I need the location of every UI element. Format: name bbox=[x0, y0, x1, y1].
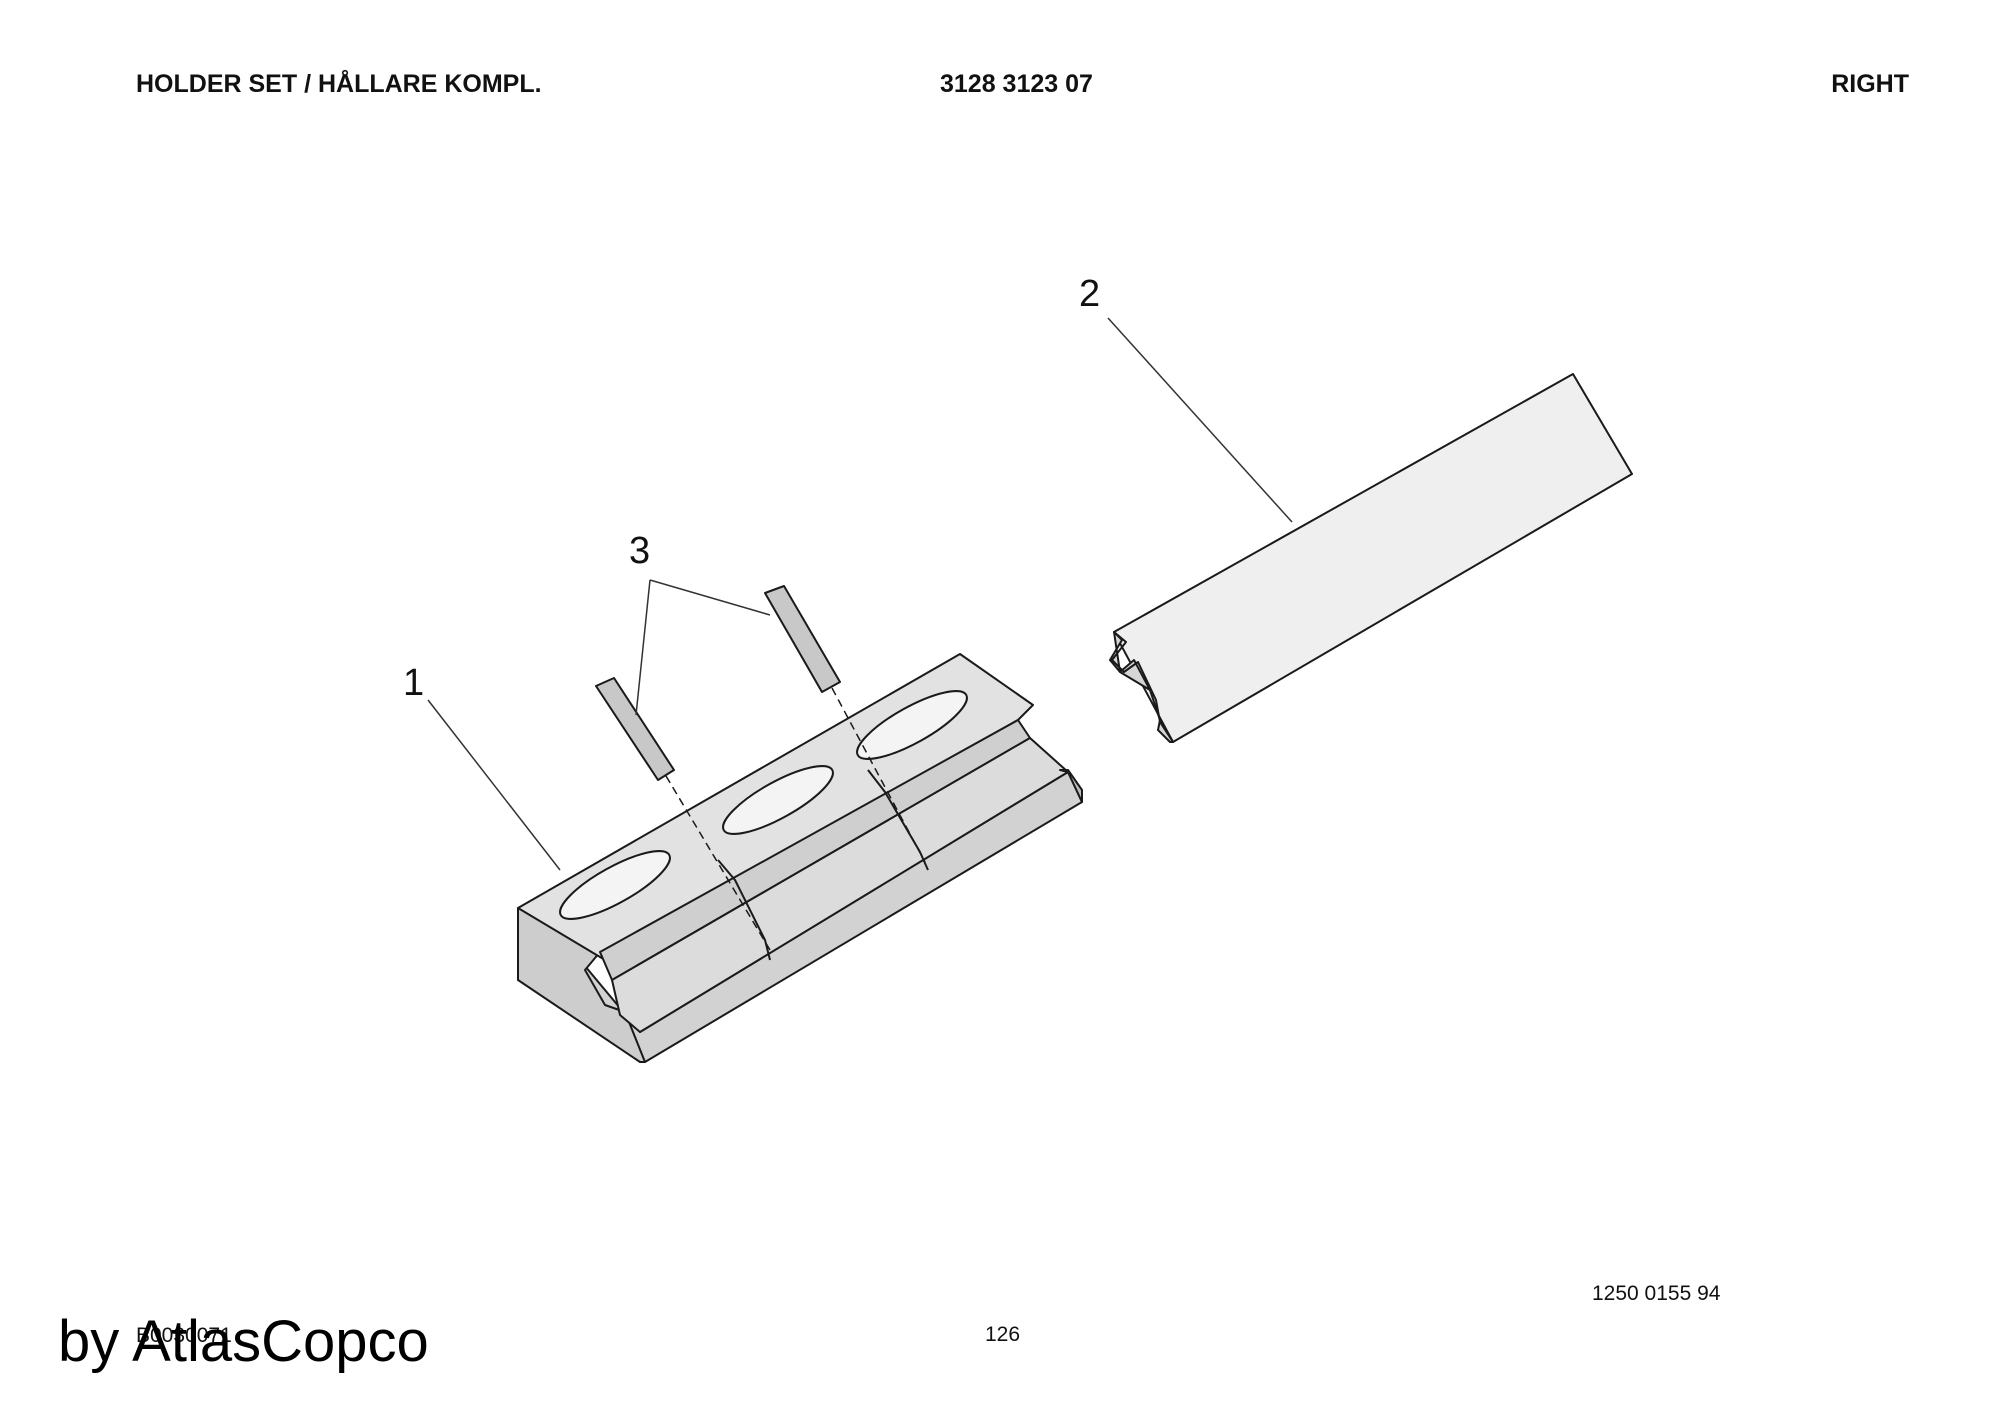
part-3-key-left bbox=[595, 677, 675, 781]
part-1-slot-3 bbox=[856, 690, 968, 760]
part-2-plate bbox=[1109, 373, 1633, 743]
part-2-notch bbox=[1111, 631, 1174, 743]
brand-watermark: by AtlasCopco bbox=[58, 1309, 429, 1374]
part-1-holder-block bbox=[517, 653, 1083, 1063]
part-1-slot-1 bbox=[559, 850, 671, 920]
leader-lines bbox=[427, 317, 1293, 871]
leader-line-3b bbox=[649, 579, 771, 616]
drawing-id: 1250 0155 94 bbox=[1592, 1282, 1721, 1305]
part-1-groove-face bbox=[611, 737, 1069, 1033]
callout-1: 1 bbox=[403, 662, 424, 704]
part-1-slot-2 bbox=[722, 765, 834, 835]
leader-line-2 bbox=[1107, 317, 1293, 523]
assembly-lines bbox=[665, 687, 926, 951]
leader-line-1 bbox=[427, 699, 561, 871]
part-2-end-face bbox=[1109, 631, 1174, 743]
part-3-keys bbox=[595, 585, 841, 781]
part-1-notch-1 bbox=[717, 859, 771, 961]
callout-2: 2 bbox=[1079, 273, 1100, 315]
assembly-line-right bbox=[831, 687, 926, 863]
assembly-line-left bbox=[665, 775, 771, 951]
callout-3: 3 bbox=[629, 530, 650, 572]
part-3-key-right bbox=[764, 585, 841, 693]
page-title: HOLDER SET / HÅLLARE KOMPL. bbox=[136, 70, 542, 98]
page-number: 126 bbox=[985, 1323, 1021, 1346]
part-2-top-face bbox=[1113, 373, 1633, 743]
side-label: RIGHT bbox=[1831, 70, 1909, 98]
part-1-right-lip bbox=[1059, 769, 1083, 803]
doc-code: B0030071 bbox=[136, 1324, 232, 1347]
part-number: 3128 3123 07 bbox=[940, 70, 1093, 98]
leader-line-3a bbox=[635, 579, 651, 716]
